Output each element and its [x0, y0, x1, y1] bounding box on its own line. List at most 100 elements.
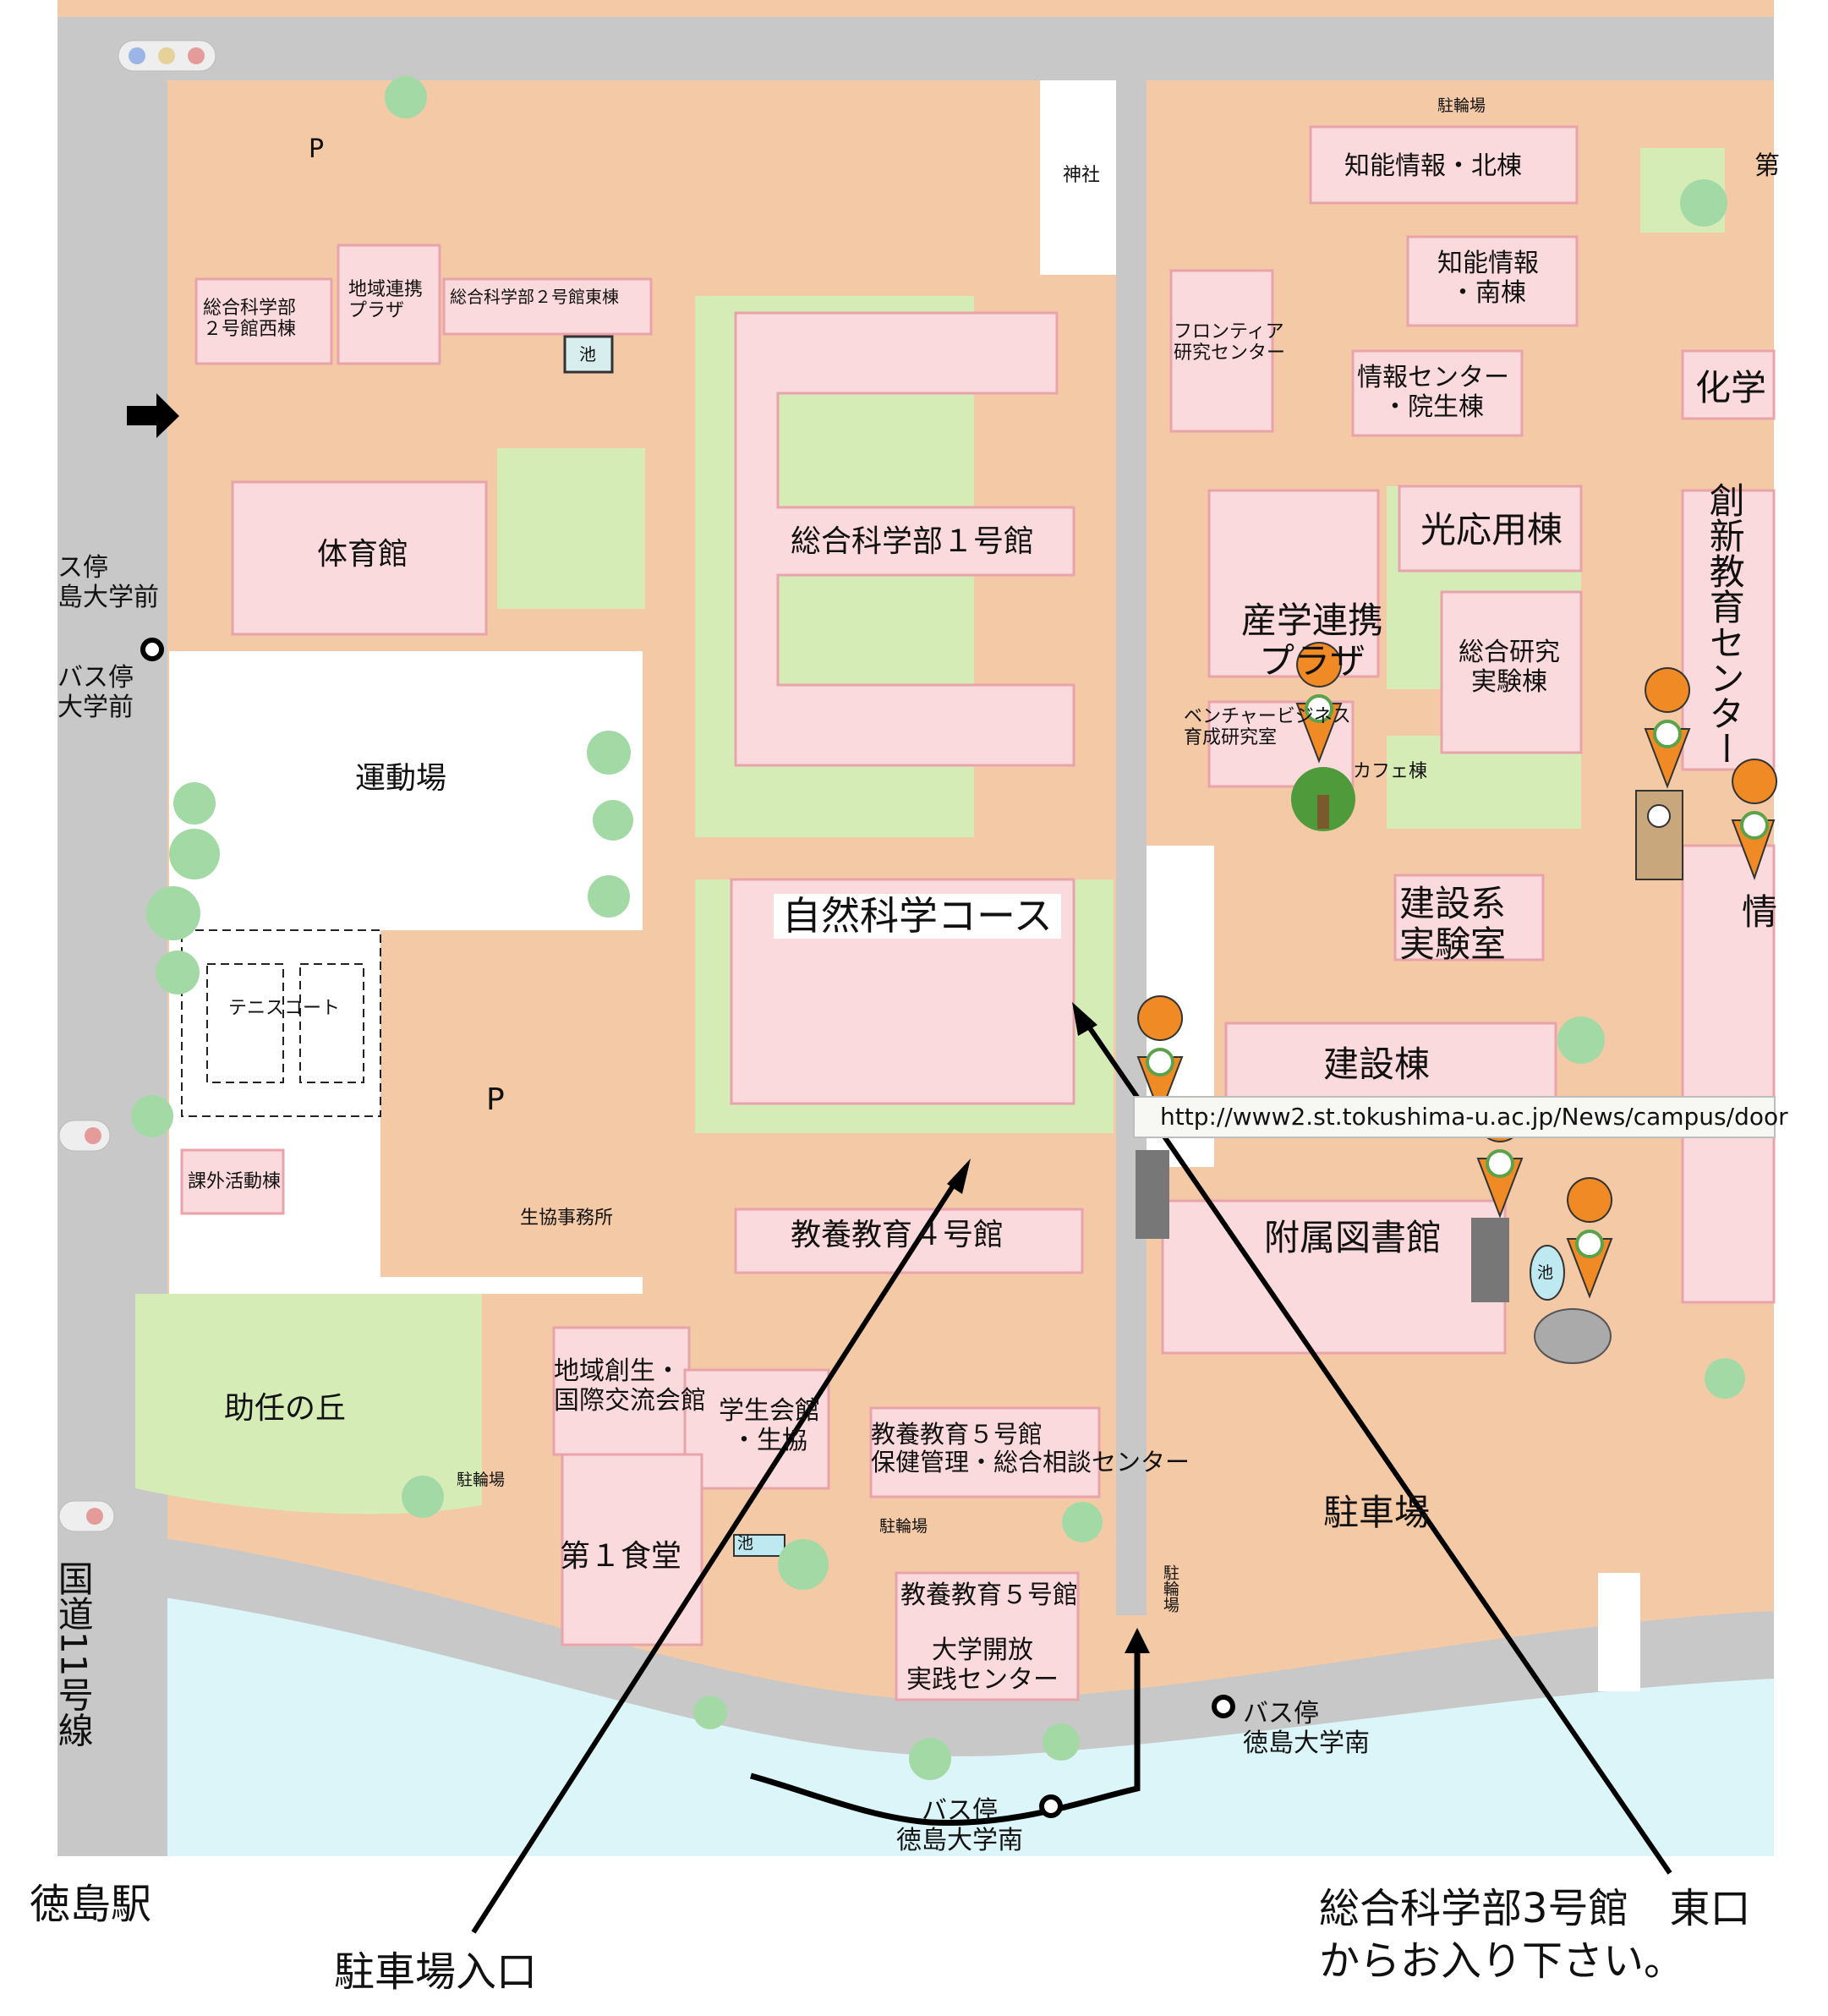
map-pin-icon: [1136, 995, 1184, 1117]
pond-small: [563, 335, 614, 374]
route-arrow-south: [750, 1649, 1141, 1827]
map-pin-icon: [1644, 667, 1691, 789]
statue-icon: [1471, 1218, 1509, 1302]
building-library: [1161, 1199, 1507, 1355]
stone-icon: [1534, 1308, 1612, 1364]
tree: [1043, 1723, 1080, 1761]
building-joho-center: [1351, 349, 1524, 437]
label-library: 附属図書館: [1264, 1217, 1442, 1258]
label-gakusei: 学生会館 ・生協: [719, 1396, 820, 1455]
label-parking-p-top: P: [309, 134, 325, 164]
traffic-light: [118, 40, 216, 72]
tree: [385, 76, 427, 118]
pond-library: [1530, 1245, 1565, 1301]
tree: [778, 1539, 829, 1590]
tennis-court-1: [206, 963, 284, 1083]
label-club: 課外活動棟: [188, 1171, 282, 1192]
label-sogo1: 総合科学部１号館: [791, 524, 1035, 559]
building-sogo2-east: [442, 277, 653, 336]
building-kyoyo4: [734, 1208, 1084, 1274]
building-hikari: [1398, 485, 1583, 572]
building-frontier: [1169, 269, 1274, 433]
label-pond-shokudo: 池: [737, 1534, 754, 1553]
label-pond-small: 池: [579, 344, 596, 364]
label-shokudo: 第１食堂: [560, 1539, 682, 1574]
label-kyoyo5a: 教養教育５号館 保健管理・総合相談センター: [871, 1420, 1190, 1477]
tree: [402, 1476, 444, 1518]
label-kyoyo5b: 教養教育５号館: [900, 1580, 1078, 1610]
tree: [1680, 179, 1727, 227]
label-coop: 生協事務所: [520, 1208, 614, 1229]
label-kensetsu: 建設棟: [1323, 1044, 1431, 1085]
south-road: [57, 1531, 1774, 1756]
building-gym: [231, 480, 488, 636]
label-churin-1: 駐輪場: [457, 1471, 506, 1489]
label-east-entrance-2: からお入り下さい。: [1319, 1937, 1685, 1985]
tree: [587, 731, 631, 775]
label-hikari: 光応用棟: [1420, 509, 1563, 551]
label-station: 徳島駅: [30, 1881, 152, 1928]
tree: [1557, 1016, 1605, 1064]
label-parking-entrance: 駐車場入口: [334, 1948, 538, 1996]
label-chino-kita: 知能情報・北棟: [1344, 151, 1522, 181]
map-pin-icon: [1295, 642, 1343, 764]
courtyard-green-1: [497, 448, 645, 609]
tree: [909, 1738, 951, 1780]
label-jinja: 神社: [1063, 165, 1101, 186]
label-field: 運動場: [355, 761, 447, 796]
arrow-east-entrance: [1084, 1022, 1672, 1875]
label-bus-stop-left2: バス停 大学前: [57, 663, 134, 722]
pond-shokudo: [733, 1534, 785, 1557]
label-tennis: テニスコート: [228, 998, 341, 1019]
tree: [593, 800, 633, 841]
bus-stop-icon: [1039, 1794, 1063, 1818]
building-chino-kita: [1309, 125, 1579, 205]
map-pin-icon: [1731, 759, 1778, 880]
building-soshin: [1681, 489, 1776, 771]
building-chiiki-plaza: [337, 244, 441, 365]
tree: [146, 886, 200, 940]
tree: [169, 829, 220, 879]
monument-icon: [1136, 1150, 1169, 1239]
label-shizen: 自然科学コース: [774, 894, 1061, 939]
label-cafe: カフェ棟: [1353, 761, 1428, 782]
tennis-court-2: [299, 963, 364, 1083]
arrowhead-parking-entrance: [947, 1159, 971, 1194]
route-arrowhead-south: [1125, 1628, 1150, 1653]
label-churin-top: 駐輪場: [1437, 96, 1486, 115]
label-kensetsu-kei: 建設系 実験室: [1399, 883, 1507, 966]
river: [57, 1590, 1774, 1856]
url-bar[interactable]: http://www2.st.tokushima-u.ac.jp/News/ca…: [1133, 1096, 1788, 1138]
tennis-court-area: [181, 929, 381, 1117]
tree: [1705, 1358, 1745, 1399]
building-sogo2-west: [194, 277, 333, 365]
building-chino-minami: [1406, 235, 1579, 327]
route-11-road: [57, 51, 167, 1856]
building-kensetsu: [1224, 1022, 1557, 1101]
top-road: [57, 17, 1774, 80]
label-kyoyo4: 教養教育４号館: [791, 1218, 1004, 1252]
label-joho-center: 情報センター ・院生棟: [1357, 363, 1509, 422]
traffic-light: [58, 1500, 115, 1532]
white-lot-top: [1040, 80, 1116, 275]
building-sogo1: [734, 311, 1075, 767]
label-parking-p-field: P: [486, 1082, 505, 1117]
label-churin-vert: 駐輪場: [1160, 1564, 1179, 1613]
label-joho-cut: 情: [1742, 891, 1778, 933]
tree: [131, 1095, 173, 1137]
arrow-parking-entrance: [471, 1174, 962, 1934]
traffic-light: [58, 1120, 111, 1152]
label-east-entrance-1: 総合科学部3号館 東口: [1319, 1885, 1751, 1932]
label-hill: 助任の丘: [224, 1391, 347, 1426]
white-lot-bottom: [1598, 1573, 1640, 1691]
tree: [588, 875, 630, 918]
label-soshin: 創新教育センター: [1704, 482, 1746, 766]
label-chiiki-sosei: 地域創生・ 国際交流会館: [554, 1356, 706, 1416]
label-sogo2-east: 総合科学部２号館東棟: [450, 287, 619, 307]
label-bus-stop-left1: ス停 島大学前: [57, 553, 159, 612]
label-chiiki-plaza: 地域連携 プラザ: [348, 279, 424, 322]
label-bus-stop-south2: バス停 徳島大学南: [896, 1796, 1023, 1855]
label-dai-cut: 第: [1754, 151, 1780, 181]
label-route-11: 国道11号線: [52, 1560, 95, 1748]
hill-green: [135, 1294, 482, 1515]
